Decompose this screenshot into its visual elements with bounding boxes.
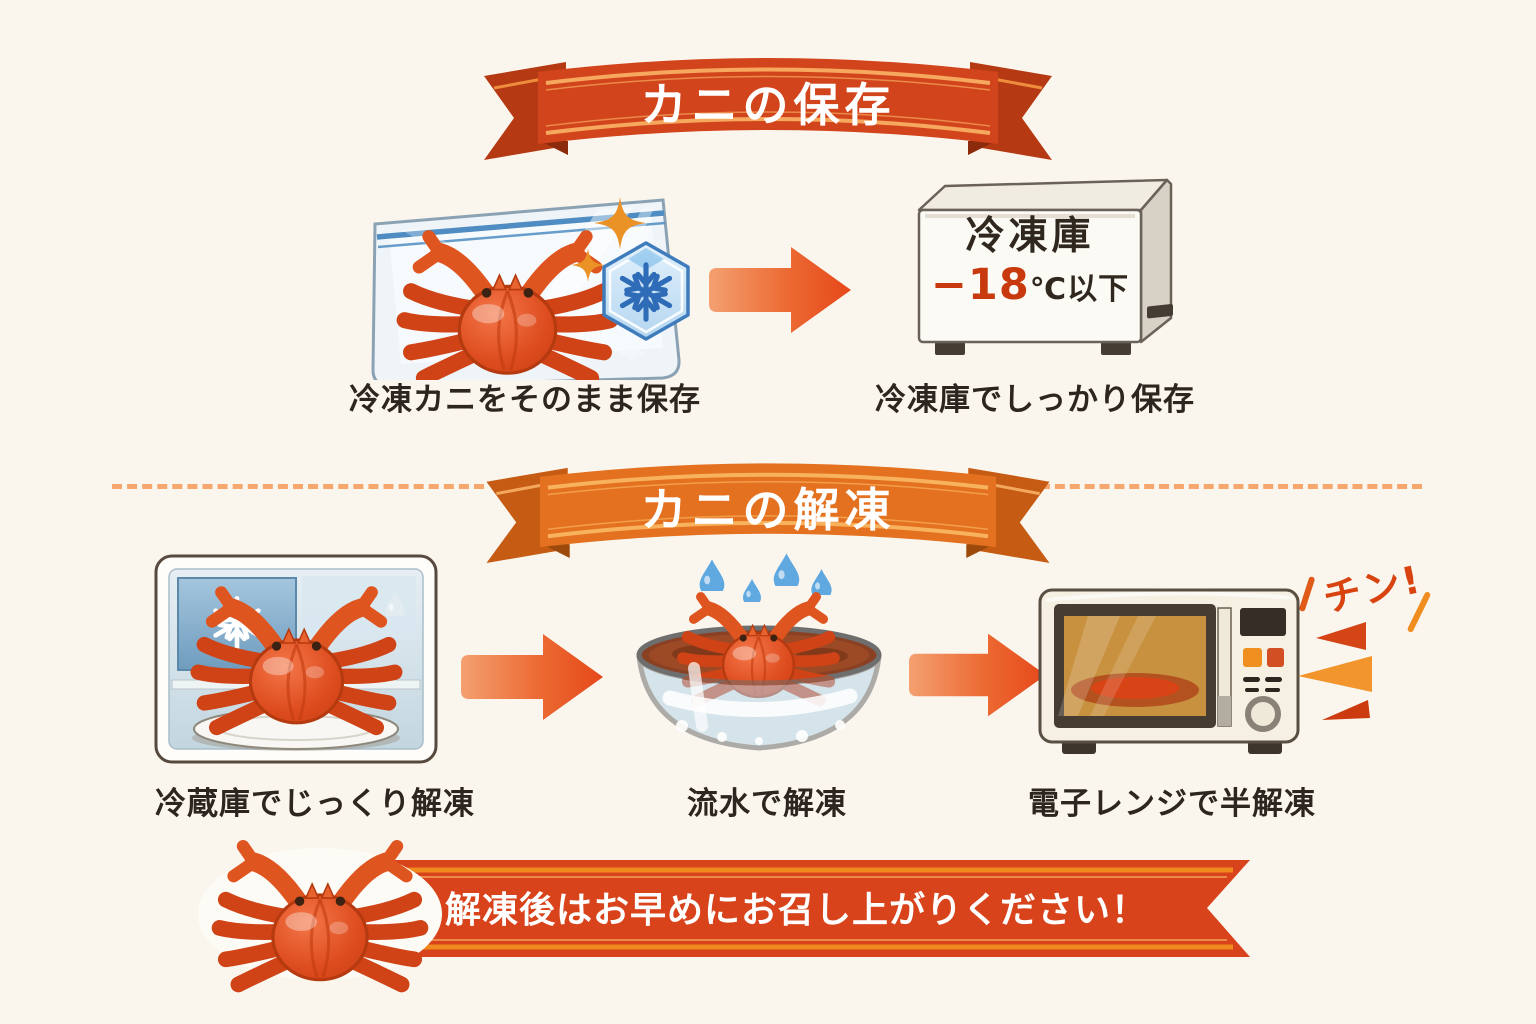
fridge-caption: 冷蔵庫でじっくり解凍 (155, 786, 475, 822)
snowflake-badge (602, 241, 690, 341)
freezer-label: 冷凍庫 −18℃以下 (919, 214, 1141, 310)
storage-banner-title: カニの保存 (640, 78, 896, 132)
water-drop-icon (773, 553, 800, 586)
thaw-banner-title: カニの解凍 (640, 483, 896, 537)
footer-banner-text: 解凍後はお早めにお召し上がりください！ (445, 889, 1149, 931)
storage-banner-ribbon: カニの保存 (480, 42, 1056, 162)
microwave-caption: 電子レンジで半解凍 (1028, 786, 1316, 822)
water-bowl-illustration (636, 553, 882, 751)
freezer-bag-illustration (371, 198, 681, 380)
freezer-name: 冷凍庫 (965, 214, 1095, 259)
footer-banner: 解凍後はお早めにお召し上がりください！ (395, 860, 1250, 957)
microwave-sound-text: チン! (1319, 557, 1426, 621)
microwave-illustration (1038, 588, 1300, 754)
dashed-divider-left (112, 484, 484, 489)
footer-banner-shape (395, 860, 1250, 957)
water-caption: 流水で解凍 (687, 786, 847, 822)
microwave-sound-burst: チン! (1288, 556, 1458, 726)
freezer-temp: −18℃以下 (919, 260, 1141, 310)
footer-crab (198, 838, 442, 996)
bag-caption: 冷凍カニをそのまま保存 (349, 382, 701, 418)
freezer-temp-value: −18 (930, 259, 1030, 310)
water-drop-icon (699, 559, 725, 591)
arrow-right-icon (909, 633, 1046, 717)
arrow-right-icon (461, 634, 603, 720)
ribbon-graphic (484, 58, 1052, 160)
arrow-right-icon (709, 247, 851, 333)
freezer-caption: 冷凍庫でしっかり保存 (875, 382, 1195, 418)
freezer-illustration (917, 178, 1173, 355)
thaw-banner-ribbon: カニの解凍 (480, 448, 1056, 563)
burst-slash-left (1298, 575, 1316, 613)
burst-triangles-icon (1298, 622, 1372, 720)
ribbon-graphic (486, 463, 1050, 563)
freezer-temp-suffix: ℃以下 (1029, 271, 1130, 307)
dashed-divider-right (1040, 484, 1422, 489)
water-drop-icon (743, 579, 761, 602)
fridge-illustration (154, 554, 438, 764)
